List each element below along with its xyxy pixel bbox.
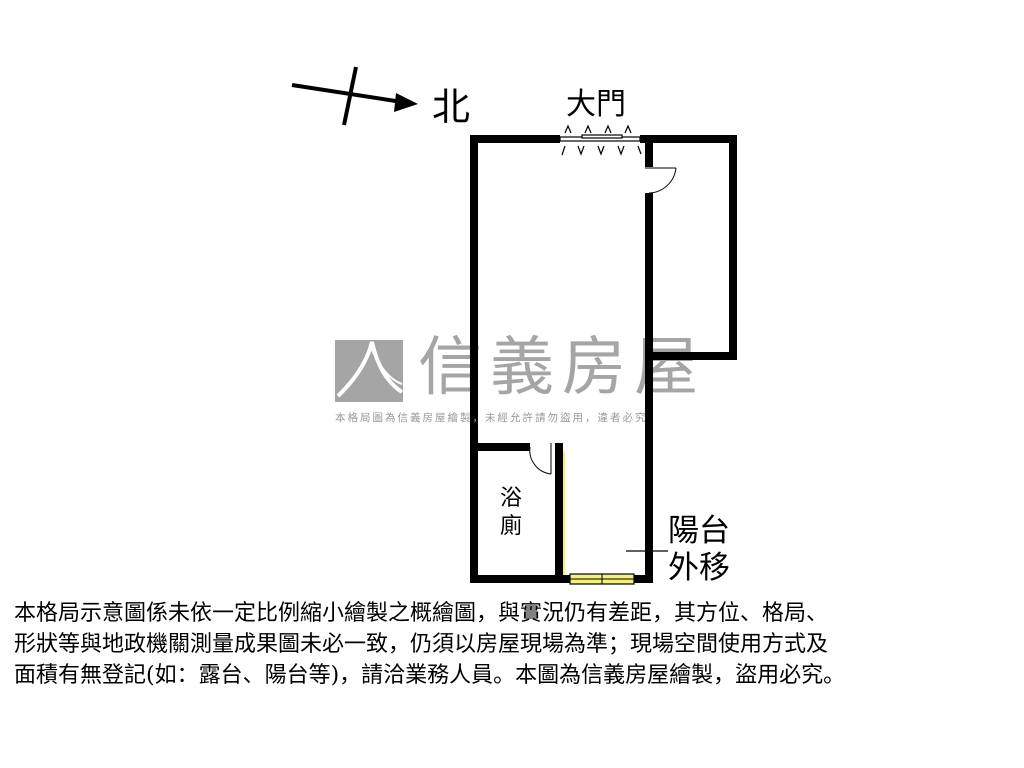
brand-logo-icon xyxy=(335,340,404,402)
main-door xyxy=(559,124,642,156)
main-door-label: 大門 xyxy=(566,87,626,122)
balcony-label-1: 陽台 xyxy=(668,513,730,549)
disclaimer-line: 本格局示意圖係未依一定比例縮小繪製之概繪圖，與實況仍有差距，其方位、格局、 xyxy=(14,601,829,626)
partition-line xyxy=(563,451,565,575)
balcony-label-2: 外移 xyxy=(668,550,730,586)
disclaimer-line: 面積有無登記(如：露台、陽台等)，請洽業務人員。本圖為信義房屋繪製，盜用必究。 xyxy=(14,663,846,688)
walls xyxy=(470,135,737,583)
balcony-window xyxy=(569,573,635,585)
bathroom-label-1: 浴 xyxy=(500,486,523,511)
bathroom-door xyxy=(529,443,552,475)
entry-inner-door xyxy=(645,167,677,194)
bathroom-label-2: 廁 xyxy=(500,514,523,539)
disclaimer: 本格局示意圖係未依一定比例縮小繪製之概繪圖，與實況仍有差距，其方位、格局、 形狀… xyxy=(14,598,1019,691)
watermark-notice: 本格局圖為信義房屋繪製，未經允許請勿盜用，違者必究 xyxy=(335,412,648,424)
disclaimer-line: 形狀等與地政機關測量成果圖未必一致，仍須以房屋現場為準；現場空間使用方式及 xyxy=(14,632,829,657)
north-arrow-icon xyxy=(291,66,418,126)
north-label: 北 xyxy=(432,85,471,129)
